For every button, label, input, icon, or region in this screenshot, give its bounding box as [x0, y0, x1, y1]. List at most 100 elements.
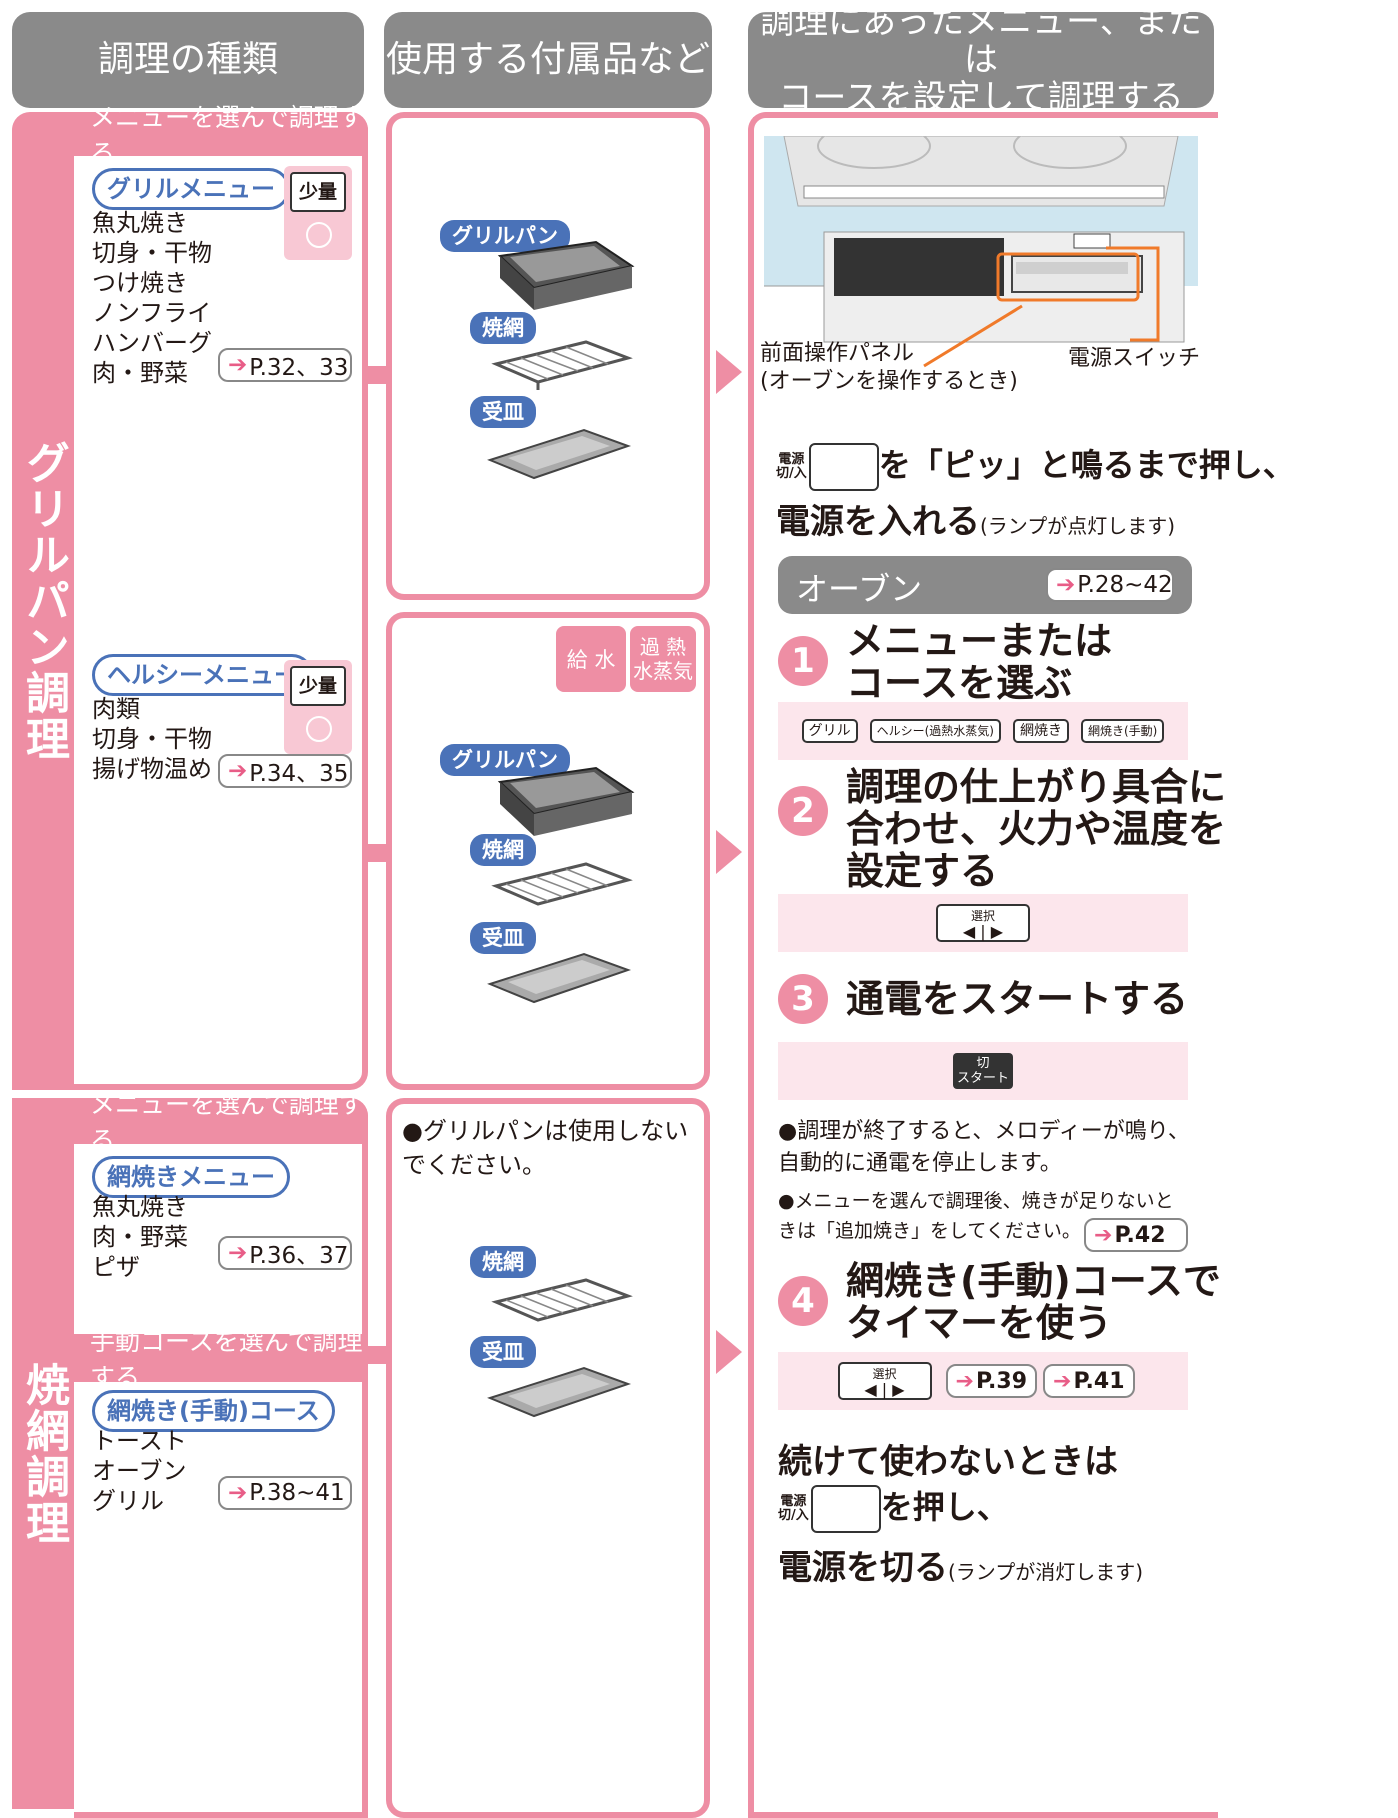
- power-off-text: 電源を切る: [778, 1548, 948, 1588]
- healthy-key[interactable]: ヘルシー(過熱水蒸気): [869, 719, 1001, 743]
- select-key-label: 選択: [872, 1367, 897, 1381]
- small-amount-indicator: 少量: [284, 166, 352, 260]
- step-number: 4: [778, 1276, 828, 1326]
- list-item: ノンフライ: [92, 299, 212, 327]
- badge-text: 水蒸気: [633, 659, 693, 683]
- grill-rack-illustration: [491, 1278, 633, 1322]
- ukezara-tag: 受皿: [470, 922, 536, 954]
- tab-grill-pan: グリルパン調理: [12, 112, 74, 1090]
- step-line: コースを選ぶ: [846, 661, 1073, 705]
- step2-text: 調理の仕上がり具合に 合わせ、火力や温度を 設定する: [846, 766, 1226, 892]
- section-head-menu-2: メニューを選んで調理する: [74, 1090, 368, 1155]
- amiyaki-key[interactable]: 網焼き: [1013, 719, 1069, 743]
- step3-keys-bar: 切 スタート: [778, 1042, 1188, 1100]
- step1-keys-bar: グリル ヘルシー(過熱水蒸気) 網焼き 網焼き(手動): [778, 702, 1188, 760]
- tray-illustration: [487, 428, 632, 480]
- header-text: 使用する付属品など: [385, 39, 710, 80]
- list-item: オーブン: [92, 1457, 187, 1485]
- ref-p39[interactable]: ➔P.39: [945, 1364, 1037, 1398]
- additional-grill-note: ●メニューを選んで調理後、焼きが足りないときは「追加焼き」をしてください。: [778, 1190, 1174, 1242]
- start-key[interactable]: 切 スタート: [952, 1053, 1013, 1089]
- stove-illustration: [764, 136, 1198, 343]
- step1-text: メニューまたは コースを選ぶ: [846, 620, 1112, 704]
- key-text: 電源: [778, 452, 805, 467]
- small-amount-label: 少量: [290, 666, 346, 706]
- manual-course-pill: 網焼き(手動)コース: [92, 1390, 335, 1432]
- manual-course-ref[interactable]: ➔P.38~41: [218, 1476, 352, 1510]
- arrow-right-icon: ➔: [228, 1480, 248, 1506]
- header-text: 調理の種類: [97, 39, 278, 80]
- small-amount-indicator: 少量: [284, 660, 352, 754]
- power-button[interactable]: [808, 443, 879, 491]
- arrow-right-icon: ➔: [1053, 1368, 1072, 1394]
- start-key-label: 切: [976, 1056, 990, 1071]
- section-head-text: メニューを選んで調理する: [90, 103, 364, 168]
- step-line: 網焼き(手動)コースで: [846, 1259, 1221, 1303]
- step4-text: 網焼き(手動)コースで タイマーを使う: [846, 1260, 1221, 1344]
- label-line: 前面操作パネル: [760, 341, 915, 366]
- ukezara-tag: 受皿: [470, 1336, 536, 1368]
- power-button[interactable]: [810, 1485, 881, 1533]
- list-item: 肉・野菜: [92, 359, 188, 387]
- grill-menu-list: 魚丸焼き 切身・干物 つけ焼き ノンフライ ハンバーグ 肉・野菜: [92, 208, 212, 388]
- amiyaki-manual-key[interactable]: 網焼き(手動): [1081, 719, 1165, 743]
- step-line: 調理の仕上がり具合に: [846, 765, 1227, 809]
- list-item: 魚丸焼き: [92, 1193, 188, 1221]
- select-key[interactable]: 選択 ◀ | ▶: [837, 1362, 932, 1400]
- grill-pan-tag: グリルパン: [440, 744, 571, 776]
- list-item: グリル: [92, 1487, 164, 1515]
- power-off-instruction: 電源切/入を押し、: [778, 1482, 1009, 1533]
- panel-accessories-3: [386, 1098, 710, 1818]
- continue-note: 続けて使わないときは: [778, 1442, 1118, 1482]
- ami-tag: 焼網: [470, 312, 536, 344]
- step2-keys-bar: 選択 ◀ | ▶: [778, 894, 1188, 952]
- no-grill-pan-note: ●グリルパンは使用しないでください。: [402, 1117, 689, 1179]
- power-on-line: 電源を入れる(ランプが点灯します): [776, 494, 1175, 543]
- manual-course-list: トースト オーブン グリル: [92, 1426, 187, 1516]
- grill-key[interactable]: グリル: [801, 719, 858, 743]
- circle-icon: [306, 222, 332, 248]
- healthy-menu-list: 肉類 切身・干物 揚げ物温め: [92, 694, 212, 784]
- power-key-label: 電源切/入: [778, 1495, 809, 1523]
- additional-grill-ref[interactable]: ➔P.42: [1084, 1218, 1188, 1252]
- arrow-right-icon: ➔: [228, 1240, 248, 1266]
- ami-menu-pill: 網焼きメニュー: [92, 1156, 290, 1198]
- ref-text: P.42: [1114, 1222, 1166, 1248]
- oven-ref[interactable]: ➔P.28~42: [1046, 568, 1174, 602]
- healthy-menu-ref[interactable]: ➔P.34、35: [218, 754, 352, 788]
- list-item: 切身・干物: [92, 725, 212, 753]
- power-off-note: (ランプが消灯します): [948, 1560, 1144, 1584]
- ami-menu-ref[interactable]: ➔P.36、37: [218, 1236, 352, 1270]
- section-head-manual: 手動コースを選んで調理する: [74, 1327, 368, 1392]
- step-number: 2: [778, 786, 828, 836]
- list-item: ピザ: [92, 1253, 140, 1281]
- section-head-menu: メニューを選んで調理する: [74, 103, 368, 168]
- key-text: 電源: [780, 1494, 807, 1509]
- ukezara-tag: 受皿: [470, 396, 536, 428]
- list-item: 肉類: [92, 695, 140, 723]
- grill-menu-ref[interactable]: ➔P.32、33: [218, 348, 352, 382]
- step-number: 1: [778, 636, 828, 686]
- step-line: メニューまたは: [846, 619, 1113, 663]
- start-key-label: スタート: [956, 1071, 1009, 1086]
- connector: [368, 844, 386, 862]
- superheated-steam-badge: 過 熱 水蒸気: [630, 626, 696, 692]
- panel-accessories-1: [386, 112, 710, 600]
- ref-p41[interactable]: ➔P.41: [1043, 1364, 1135, 1398]
- tab-yakiami: 焼網調理: [12, 1098, 74, 1809]
- select-key[interactable]: 選択 ◀ | ▶: [936, 904, 1030, 942]
- list-item: つけ焼き: [92, 269, 188, 297]
- panel-grill-types: [74, 112, 368, 1090]
- ref-text: P.38~41: [249, 1480, 345, 1506]
- tab-label: 焼網調理: [18, 1361, 69, 1546]
- power-key-label: 電源切/入: [776, 453, 807, 481]
- badge-text: 過 熱: [639, 635, 687, 659]
- list-item: 魚丸焼き: [92, 209, 188, 237]
- list-item: ハンバーグ: [92, 329, 212, 357]
- oven-label: オーブン: [796, 570, 923, 608]
- header-cooking-type: 調理の種類: [12, 12, 364, 108]
- circle-icon: [306, 716, 332, 742]
- connector: [368, 366, 386, 384]
- oven-header: オーブン ➔P.28~42: [778, 556, 1192, 614]
- header-text-line2: コースを設定して調理する: [778, 78, 1184, 118]
